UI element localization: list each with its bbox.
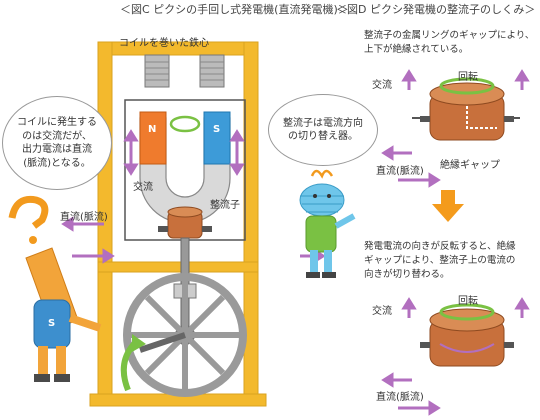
figure-c-title: ＜図C ピクシの手回し式発電機(直流発電機)＞ (120, 3, 349, 16)
desc-bottom-line-2: ギャップにより、整流子上の電流の (364, 254, 516, 266)
magnet-s-label: S (213, 124, 221, 135)
bubble-center-line-1: 整流子は電流方向 (283, 117, 363, 129)
figure-d-title: ＜図D ピクシ発電機の整流子のしくみ＞ (336, 3, 536, 16)
desc-bottom-line-3: 向きが切り替わる。 (364, 268, 450, 280)
top-rotation-label: 回転 (458, 72, 478, 83)
coil-icon (144, 54, 225, 88)
bubble-left-line-4: (脈流)となる。 (23, 157, 91, 169)
ac-label: 交流 (133, 182, 153, 193)
pixie-letter: S (48, 318, 56, 329)
commutator-top-icon (420, 77, 514, 141)
bubble-center-line-2: の切り替え器。 (288, 131, 358, 142)
top-gap-label: 絶縁ギャップ (440, 160, 500, 171)
pixie-character-icon (8, 195, 102, 382)
bottom-rotation-label: 回転 (458, 296, 478, 307)
explanation-bubble-center: 整流子は電流方向 の切り替え器。 (268, 94, 378, 166)
magnet-n-label: N (148, 124, 157, 135)
commutator-icon (158, 206, 212, 239)
desc-top-line-1: 整流子の金属リングのギャップにより、 (364, 30, 535, 41)
top-ac-label: 交流 (372, 80, 392, 91)
commutator-label: 整流子 (210, 200, 240, 211)
desc-top-line-2: 上下が絶縁されている。 (364, 43, 469, 55)
desc-bottom: 発電電流の向きが反転すると、絶縁 ギャップにより、整流子上の電流の 向きが切り替… (364, 240, 516, 281)
desc-top: 整流子の金属リングのギャップにより、 上下が絶縁されている。 (364, 29, 534, 57)
bubble-left-line-1: コイルに発生する (17, 117, 97, 128)
magnet-icon (139, 111, 231, 224)
bottom-ac-label: 交流 (372, 306, 392, 317)
crank-wheel-icon (123, 273, 247, 397)
dc-output-label: 直流(脈流) (60, 212, 108, 223)
explanation-bubble-left: コイルに発生する のは交流だが、 出力電流は直流 (脈流)となる。 (2, 96, 112, 190)
blue-pixie-icon (299, 169, 356, 278)
bubble-left-line-3: 出力電流は直流 (22, 144, 92, 155)
top-dc-label: 直流(脈流) (376, 166, 424, 177)
commutator-bottom-icon (420, 303, 514, 367)
bubble-left-line-2: のは交流だが、 (22, 130, 92, 142)
coil-label: コイルを巻いた鉄心 (119, 38, 209, 49)
transition-arrow-icon (432, 190, 464, 222)
bottom-dc-label: 直流(脈流) (376, 392, 424, 403)
desc-bottom-line-1: 発電電流の向きが反転すると、絶縁 (364, 241, 516, 252)
